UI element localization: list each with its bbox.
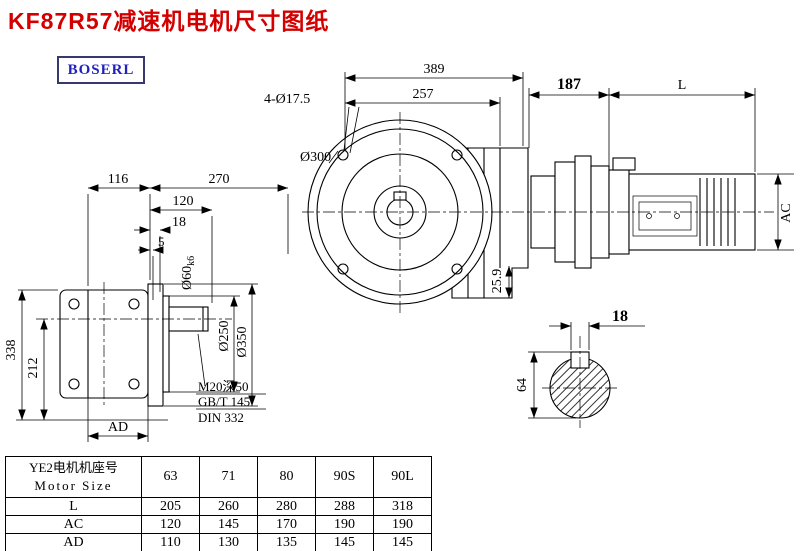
dim-25-9-label: 25.9 <box>490 269 505 294</box>
motor-eyebolt-base <box>612 157 636 171</box>
note-tap-label: M20深50 <box>198 379 249 394</box>
row-label: AC <box>5 515 142 534</box>
centerlines <box>302 112 774 314</box>
note-std2-label: DIN 332 <box>198 410 244 425</box>
flange-bolt-hole <box>337 263 349 275</box>
table-cell: 190 <box>315 515 374 534</box>
dim-338-label: 338 <box>4 340 19 361</box>
shaft-dia-value: Ø60 <box>180 266 195 290</box>
table-cell: 145 <box>315 533 374 551</box>
flange-bolt-hole <box>451 263 463 275</box>
cover-bolt <box>128 378 140 390</box>
table-cell: 260 <box>199 497 258 516</box>
row-label: L <box>5 497 142 516</box>
table-cell: 190 <box>373 515 432 534</box>
page-title: KF87R57减速机电机尺寸图纸 <box>8 8 330 34</box>
flange-dia-label: Ø300 <box>300 150 331 165</box>
dim-L-label: L <box>678 78 687 93</box>
cover-bolt <box>128 298 140 310</box>
table-cell: 205 <box>141 497 200 516</box>
dim-64-label: 64 <box>515 378 530 392</box>
table-header-motor-size: YE2电机机座号 Motor Size <box>5 456 142 498</box>
table-cell: 318 <box>373 497 432 516</box>
table-header-row: YE2电机机座号 Motor Size 63 71 80 90S 90L <box>5 456 432 498</box>
brand-logo-text: BOSERL <box>67 61 135 78</box>
table-cell: 145 <box>199 515 258 534</box>
flange-outer-dia-label: Ø350 <box>235 326 250 357</box>
table-cell: 280 <box>257 497 316 516</box>
dim-116-label: 116 <box>108 172 128 187</box>
output-flange <box>147 283 164 407</box>
flange-bolt-hole <box>337 149 349 161</box>
dim-270-label: 270 <box>209 172 230 187</box>
cover-bolt <box>68 298 80 310</box>
shaft-dia-tolerance: k6 <box>186 256 197 266</box>
dim-5-label: 5 <box>158 234 165 249</box>
terminal-box <box>632 195 698 237</box>
table-header-size-71: 71 <box>199 456 258 498</box>
dim-18-key-label: 18 <box>612 308 628 325</box>
table-cell: 130 <box>199 533 258 551</box>
table-cell: 145 <box>373 533 432 551</box>
flange-spigot-dia-label: Ø250 <box>217 320 232 351</box>
dim-AD-label: AD <box>108 420 128 435</box>
table-cell: 110 <box>141 533 200 551</box>
dimensions: 389 257 4-Ø17.5 Ø300 25.9 187 L <box>4 62 794 442</box>
dim-18-side-label: 18 <box>172 215 186 230</box>
row-label: AD <box>5 533 142 551</box>
dim-AC-label: AC <box>779 203 794 222</box>
brand-logo: BOSERL <box>57 56 145 84</box>
dim-389-label: 389 <box>424 62 445 77</box>
table-cell: 170 <box>257 515 316 534</box>
shaft-dia-label: Ø60k6 <box>180 256 197 290</box>
dim-212-label: 212 <box>26 358 41 379</box>
table-cell: 135 <box>257 533 316 551</box>
table-header-size-80: 80 <box>257 456 316 498</box>
table-header-size-90S: 90S <box>315 456 374 498</box>
table-row-AD: AD 110 130 135 145 145 <box>5 533 432 551</box>
table-cell: 120 <box>141 515 200 534</box>
dim-120-label: 120 <box>173 194 194 209</box>
table-cell: 288 <box>315 497 374 516</box>
holes-note-label: 4-Ø17.5 <box>264 92 310 107</box>
motor-size-table: YE2电机机座号 Motor Size 63 71 80 90S 90L L 2… <box>5 456 432 551</box>
dim-257-label: 257 <box>413 87 434 102</box>
table-header-size-63: 63 <box>141 456 200 498</box>
header-en: Motor Size <box>34 478 113 493</box>
note-std1-label: GB/T 145 <box>198 394 250 409</box>
flange-bolt-hole <box>451 149 463 161</box>
gearbox-side-view <box>36 282 232 408</box>
header-cn: YE2电机机座号 <box>29 460 118 475</box>
shaft-end-view <box>542 336 618 428</box>
dim-187-label: 187 <box>557 76 581 93</box>
table-header-size-90L: 90L <box>373 456 432 498</box>
table-row-AC: AC 120 145 170 190 190 <box>5 515 432 534</box>
flange-spigot <box>162 295 170 393</box>
table-row-L: L 205 260 280 288 318 <box>5 497 432 516</box>
cover-bolt <box>68 378 80 390</box>
